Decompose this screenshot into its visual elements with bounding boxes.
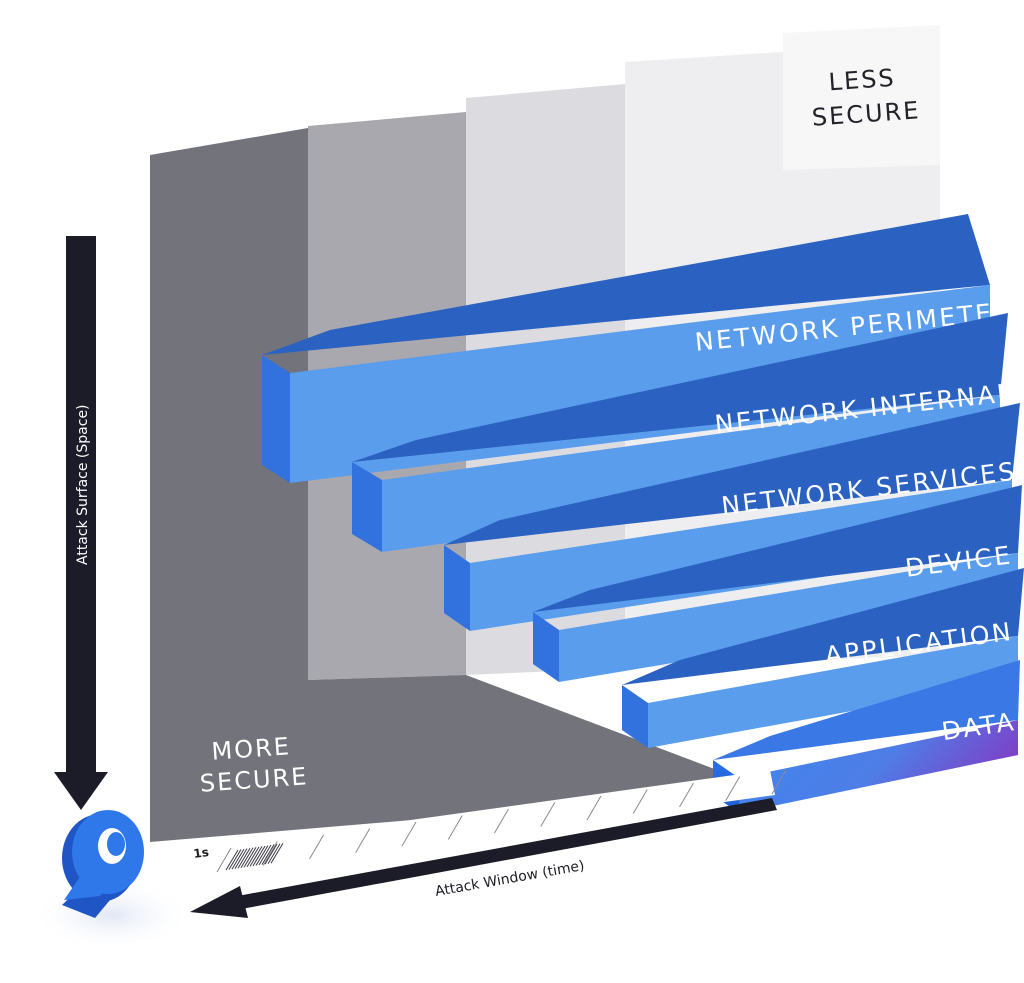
ruler-tick (401, 821, 417, 847)
ruler-fine-tick (237, 847, 251, 869)
ruler-tick (309, 834, 324, 860)
ruler-tick (262, 841, 278, 866)
brand-logo (32, 810, 192, 951)
ruler-tick (447, 815, 463, 840)
attack-window-arrow-head (190, 886, 248, 918)
slab-top-face (352, 313, 1008, 462)
ruler-fine-tick (228, 849, 242, 870)
slab-end-face (533, 612, 559, 682)
ruler-fine-tick (252, 845, 266, 867)
slab-end-face (262, 355, 290, 483)
ruler-fine-tick (264, 843, 278, 865)
more-secure-label-line1: MORE (211, 732, 292, 765)
attack-surface-arrow (54, 236, 108, 810)
ruler-fine-tick (270, 842, 284, 864)
ruler-tick (679, 782, 694, 808)
ruler-fine-tick (234, 848, 248, 869)
ruler-fine-tick (255, 845, 269, 866)
ruler-fine-tick (246, 846, 260, 868)
panel-darkest (150, 128, 770, 842)
ruler-fine-tick (240, 847, 254, 869)
ruler-fine-tick (258, 844, 272, 866)
slab-front-face (648, 636, 1018, 748)
ruler-tick (216, 847, 232, 873)
layer-slab-5: APPLICATION (622, 568, 1024, 748)
slab-top-face (622, 568, 1024, 685)
ruler-tick (494, 808, 509, 834)
slab-top-face (444, 403, 1020, 545)
less-secure-label-line1: LESS (828, 64, 897, 97)
slab-end-face (352, 462, 382, 552)
ruler-tick (771, 769, 787, 795)
slab-front-face (559, 553, 1018, 682)
ruler-fine-tick (249, 846, 263, 867)
ruler-strip (210, 770, 775, 873)
ruler-tick (540, 802, 556, 827)
ruler-tick-label-first: 1s (192, 845, 209, 861)
slab-end-face (622, 685, 648, 748)
attack-window-arrow-shaft (232, 798, 777, 910)
ruler-fine-tick (267, 843, 281, 864)
slab-top-face (533, 485, 1022, 612)
ruler-fine-tick (261, 844, 275, 865)
attack-window-ruler: 1s (192, 769, 787, 873)
ruler-fine-ticks (225, 842, 284, 871)
ruler-fine-tick (231, 848, 245, 870)
attack-surface-arrow-head (54, 772, 108, 810)
attack-window-arrow (190, 798, 777, 918)
logo-icon (62, 810, 144, 918)
layer-slab-4: DEVICE (533, 485, 1022, 682)
y-axis-label: Attack Surface (Space) (75, 404, 91, 565)
ruler-tick (632, 789, 648, 814)
ruler-fine-tick (243, 847, 257, 868)
slab-top-face (713, 660, 1020, 760)
ruler-tick (725, 776, 741, 801)
slab-top-face (262, 214, 990, 355)
slab-front-face (739, 720, 1018, 813)
ruler-tick (355, 828, 371, 853)
ruler-tick (586, 795, 602, 821)
slab-end-face (444, 545, 470, 631)
ruler-ticks (216, 769, 787, 873)
ruler-fine-tick (225, 849, 239, 871)
attack-surface-arrow-shaft (66, 236, 96, 774)
